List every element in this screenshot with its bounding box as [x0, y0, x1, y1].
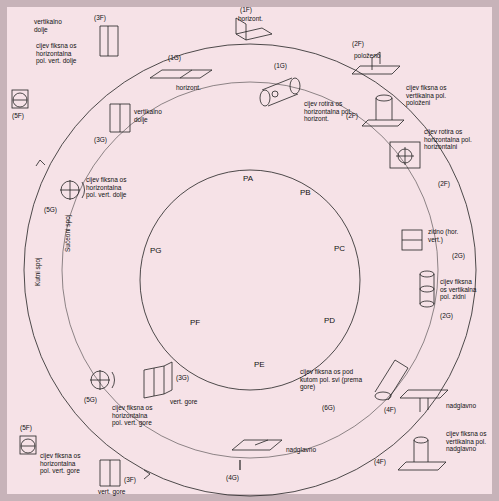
position-label: cijev fiksna os vertikalna pol. nadglavn… — [446, 430, 488, 453]
position-label: cijev fiksna os pod kutom pol. svi (prem… — [300, 368, 370, 391]
position-label: vert. gore — [98, 488, 125, 496]
position-number: (5G) — [44, 206, 57, 214]
position-label: vertikalno dolje — [134, 108, 170, 123]
position-number: (2F) — [352, 40, 364, 48]
position-code: PG — [150, 246, 162, 255]
position-label: položeno — [354, 52, 380, 60]
position-label: cijev rotira os horizontalna pol. horizo… — [424, 128, 472, 151]
position-number: (1G) — [274, 62, 287, 70]
position-code: PF — [190, 318, 200, 327]
position-number: (1G) — [168, 54, 181, 62]
position-label: zidno (hor. vert.) — [428, 228, 464, 243]
position-code: PA — [243, 174, 253, 183]
position-label: horizont. — [176, 84, 201, 92]
middle-circle — [62, 82, 438, 458]
position-number: (5G) — [84, 396, 97, 404]
position-number: (5F) — [20, 424, 32, 432]
position-number: (2G) — [440, 312, 453, 320]
position-number: (5F) — [12, 112, 24, 120]
position-label: nadglavno — [286, 446, 316, 454]
position-code: PD — [324, 316, 335, 325]
position-label: cijev fiksna os horizontalna pol. vert. … — [86, 176, 130, 199]
position-number: (1F) — [240, 6, 252, 14]
position-number: (2F) — [438, 180, 450, 188]
position-number: (6G) — [322, 404, 335, 412]
position-label: Kutni spoj — [34, 257, 42, 286]
position-label: cijev fiksna os horizontalna pol. vert. … — [112, 404, 156, 427]
outer-circle — [24, 44, 476, 496]
position-label: cijev rotira os horizontalna pol. horizo… — [304, 100, 352, 123]
position-number: (3F) — [94, 14, 106, 22]
position-label: cijev fiksna os vertikalna pol. položeni — [406, 84, 454, 107]
position-label: Sučeoni spoj — [64, 215, 72, 252]
position-code: PB — [300, 188, 311, 197]
position-number: (3G) — [176, 374, 189, 382]
position-code: PE — [254, 360, 265, 369]
inner-circle — [140, 170, 360, 390]
position-label: nadglavno — [446, 402, 476, 410]
position-label: cijev fiksna os horizontalna pol. vert. … — [40, 452, 84, 475]
position-label: cijev fiksna os horizontalna pol. vert. … — [36, 42, 80, 65]
position-number: (3F) — [124, 476, 136, 484]
background-panel — [7, 7, 492, 494]
position-number: (4G) — [226, 474, 239, 482]
position-label: vert. gore — [170, 398, 197, 406]
position-label: horizont. — [238, 15, 263, 23]
position-number: (3G) — [94, 136, 107, 144]
position-number: (4F) — [384, 406, 396, 414]
position-label: vertikalno dolje — [34, 18, 70, 33]
position-number: (4F) — [374, 458, 386, 466]
position-code: PC — [334, 244, 345, 253]
position-label: cijev fiksna os vertikalna pol. zidni — [440, 278, 480, 301]
position-number: (2G) — [452, 252, 465, 260]
